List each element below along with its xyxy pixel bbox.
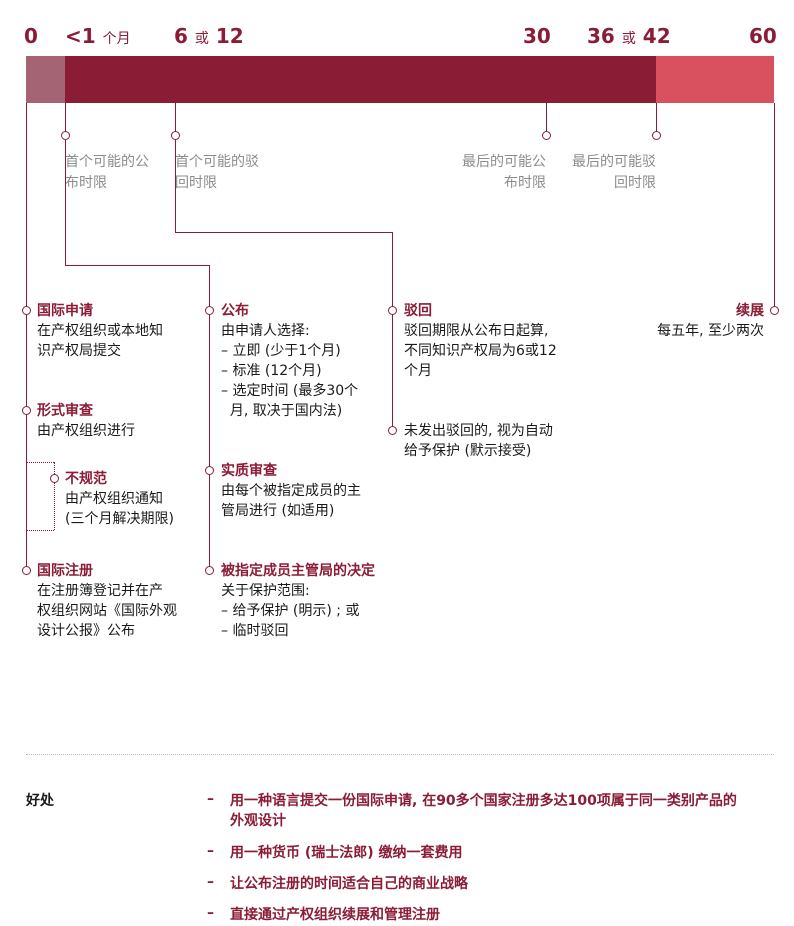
- col1-line: [26, 103, 27, 570]
- marker-intl-app: [22, 306, 31, 315]
- marker-first-ref: [171, 131, 180, 140]
- connector-first-ref: [175, 103, 176, 132]
- label-last-ref: 最后的可能驳回时限: [572, 154, 656, 191]
- refusal: 驳回 驳回期限从公布日起算, 不同知识产权局为6或12 个月: [404, 303, 557, 379]
- publication: 公布 由申请人选择: – 立即 (少于1个月) – 标准 (12个月) – 选定…: [221, 303, 359, 419]
- benefits-heading: 好处: [26, 793, 54, 809]
- irregular-branch-top: [26, 462, 54, 463]
- office-decision: 被指定成员主管局的决定 关于保护范围: – 给予保护 (明示) ; 或 – 临时…: [221, 563, 375, 639]
- marker-intl-reg: [22, 566, 31, 575]
- tick-lt1: <1 个月: [65, 24, 131, 48]
- connector-last-pub: [546, 103, 547, 132]
- irregular-branch-bottom: [26, 530, 54, 531]
- marker-refusal: [388, 306, 397, 315]
- col3-line: [392, 232, 393, 430]
- tick-6-12: 6 或 12: [174, 24, 244, 48]
- timeline-bar-main: [65, 56, 656, 103]
- marker-formal: [22, 406, 31, 415]
- formal-examination: 形式审查 由产权组织进行: [37, 403, 135, 439]
- renewal: 续展 每五年, 至少两次: [657, 303, 764, 339]
- irregular-branch-side: [54, 462, 55, 530]
- substantive-examination: 实质审查 由每个被指定成员的主 管局进行 (如适用): [221, 463, 361, 519]
- intl-registration: 国际注册 在注册簿登记并在产 权组织网站《国际外观 设计公报》公布: [37, 563, 177, 639]
- marker-no-refusal: [388, 426, 397, 435]
- tick-60: 60: [749, 24, 777, 48]
- timeline-bar-initial: [26, 56, 65, 103]
- benefit-item: 用一种货币 (瑞士法郎) 缴纳一套费用: [230, 845, 463, 861]
- timeline-bar-renewal: [656, 56, 774, 103]
- marker-renewal: [770, 306, 779, 315]
- marker-publication: [205, 306, 214, 315]
- marker-irregular: [50, 474, 59, 483]
- tick-36-42: 36 或 42: [587, 24, 671, 48]
- benefit-dash: –: [207, 791, 214, 807]
- label-first-ref: 首个可能的驳回时限: [175, 154, 259, 191]
- tick-30: 30: [523, 24, 551, 48]
- label-first-pub: 首个可能的公布时限: [65, 154, 149, 191]
- benefit-dash: –: [207, 905, 214, 921]
- col3-horizontal: [175, 232, 392, 233]
- marker-substantive: [205, 466, 214, 475]
- col2-drop: [65, 140, 66, 265]
- benefit-item: 用一种语言提交一份国际申请, 在90多个国家注册多达100项属于同一类别产品的 …: [230, 793, 737, 829]
- benefit-item: 直接通过产权组织续展和管理注册: [230, 907, 440, 923]
- tick-0: 0: [24, 24, 38, 48]
- marker-last-ref: [652, 131, 661, 140]
- col2-line: [209, 265, 210, 570]
- no-refusal: 未发出驳回的, 视为自动 给予保护 (默示接受): [404, 423, 553, 459]
- col4-line: [774, 103, 775, 310]
- connector-last-ref: [656, 103, 657, 132]
- benefit-item: 让公布注册的时间适合自己的商业战略: [230, 876, 468, 892]
- connector-first-pub: [65, 103, 66, 132]
- intl-application: 国际申请 在产权组织或本地知 识产权局提交: [37, 303, 163, 359]
- label-last-pub: 最后的可能公布时限: [462, 154, 546, 191]
- col3-drop: [175, 140, 176, 232]
- col2-horizontal: [65, 265, 209, 266]
- marker-first-pub: [61, 131, 70, 140]
- benefit-dash: –: [207, 874, 214, 890]
- marker-last-pub: [542, 131, 551, 140]
- irregularity: 不规范 由产权组织通知 (三个月解决期限): [65, 471, 174, 527]
- benefit-dash: –: [207, 843, 214, 859]
- benefits-divider: [26, 754, 774, 755]
- marker-decision: [205, 566, 214, 575]
